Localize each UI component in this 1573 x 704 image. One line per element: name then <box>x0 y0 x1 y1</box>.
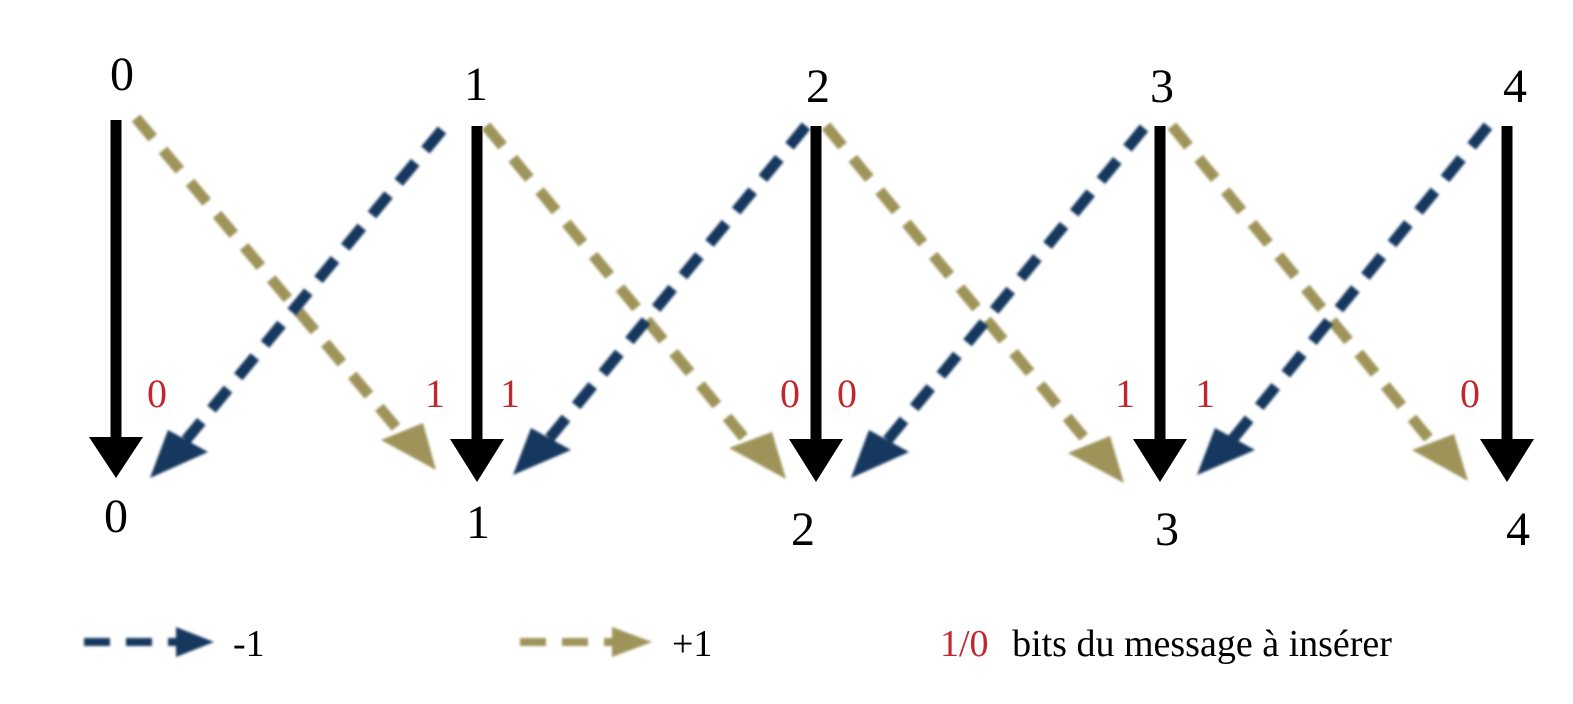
bit-label-minus-1-to-0: 0 <box>147 371 167 416</box>
bit-label-minus-3-to-2: 0 <box>837 371 857 416</box>
bit-labels: 0 1 1 0 0 1 1 0 <box>147 371 1480 416</box>
vertical-arrow-3 <box>1133 126 1187 482</box>
legend-plus-arrow-icon <box>520 627 652 657</box>
vertical-arrow-4 <box>1480 126 1534 482</box>
plus-arrows <box>131 114 1468 483</box>
top-node-3: 3 <box>1150 60 1174 113</box>
legend-minus-arrow-icon <box>84 627 214 657</box>
minus-arrow-4-to-3 <box>1197 122 1493 475</box>
minus-arrows <box>150 122 1493 478</box>
bottom-node-0: 0 <box>104 490 128 543</box>
bottom-node-2: 2 <box>791 503 815 556</box>
legend-plus-item: +1 <box>520 623 712 665</box>
vertical-arrow-0 <box>89 120 143 478</box>
bit-label-plus-1-to-2: 0 <box>780 371 800 416</box>
minus-arrow-2-to-1 <box>513 122 811 475</box>
vertical-arrow-1 <box>450 126 504 482</box>
legend-bits-label: 1/0 bits du message à insérer <box>940 623 1392 665</box>
minus-arrow-1-to-0 <box>150 126 447 478</box>
legend-bits-colored: 1/0 <box>940 623 989 665</box>
bit-label-plus-0-to-1: 1 <box>425 371 445 416</box>
legend-minus-label: -1 <box>233 623 265 665</box>
bit-label-plus-3-to-4: 0 <box>1460 371 1480 416</box>
plus-arrow-2-to-3 <box>821 122 1124 483</box>
legend-bits-text: bits du message à insérer <box>1012 623 1392 665</box>
minus-arrow-3-to-2 <box>851 124 1149 478</box>
bottom-node-labels: 0 1 2 3 4 <box>104 490 1530 556</box>
top-node-2: 2 <box>806 60 830 113</box>
bottom-node-3: 3 <box>1155 503 1179 556</box>
top-node-4: 4 <box>1503 60 1527 113</box>
top-node-1: 1 <box>464 58 488 111</box>
legend-plus-label: +1 <box>672 623 712 665</box>
vertical-arrows <box>89 120 1534 482</box>
top-node-labels: 0 1 2 3 4 <box>110 48 1527 113</box>
bit-label-plus-2-to-3: 1 <box>1115 371 1135 416</box>
plus-arrow-1-to-2 <box>481 122 786 479</box>
top-node-0: 0 <box>110 48 134 101</box>
bit-label-minus-2-to-1: 1 <box>500 371 520 416</box>
bottom-node-4: 4 <box>1506 503 1530 556</box>
legend-minus-item: -1 <box>84 623 265 665</box>
bottom-node-1: 1 <box>466 496 490 549</box>
vertical-arrow-2 <box>789 126 843 482</box>
bit-label-minus-4-to-3: 1 <box>1195 371 1215 416</box>
plus-arrow-3-to-4 <box>1167 122 1468 481</box>
plus-arrow-0-to-1 <box>131 114 436 470</box>
legend: -1 +1 1/0 bits du message à insérer <box>84 623 1392 665</box>
